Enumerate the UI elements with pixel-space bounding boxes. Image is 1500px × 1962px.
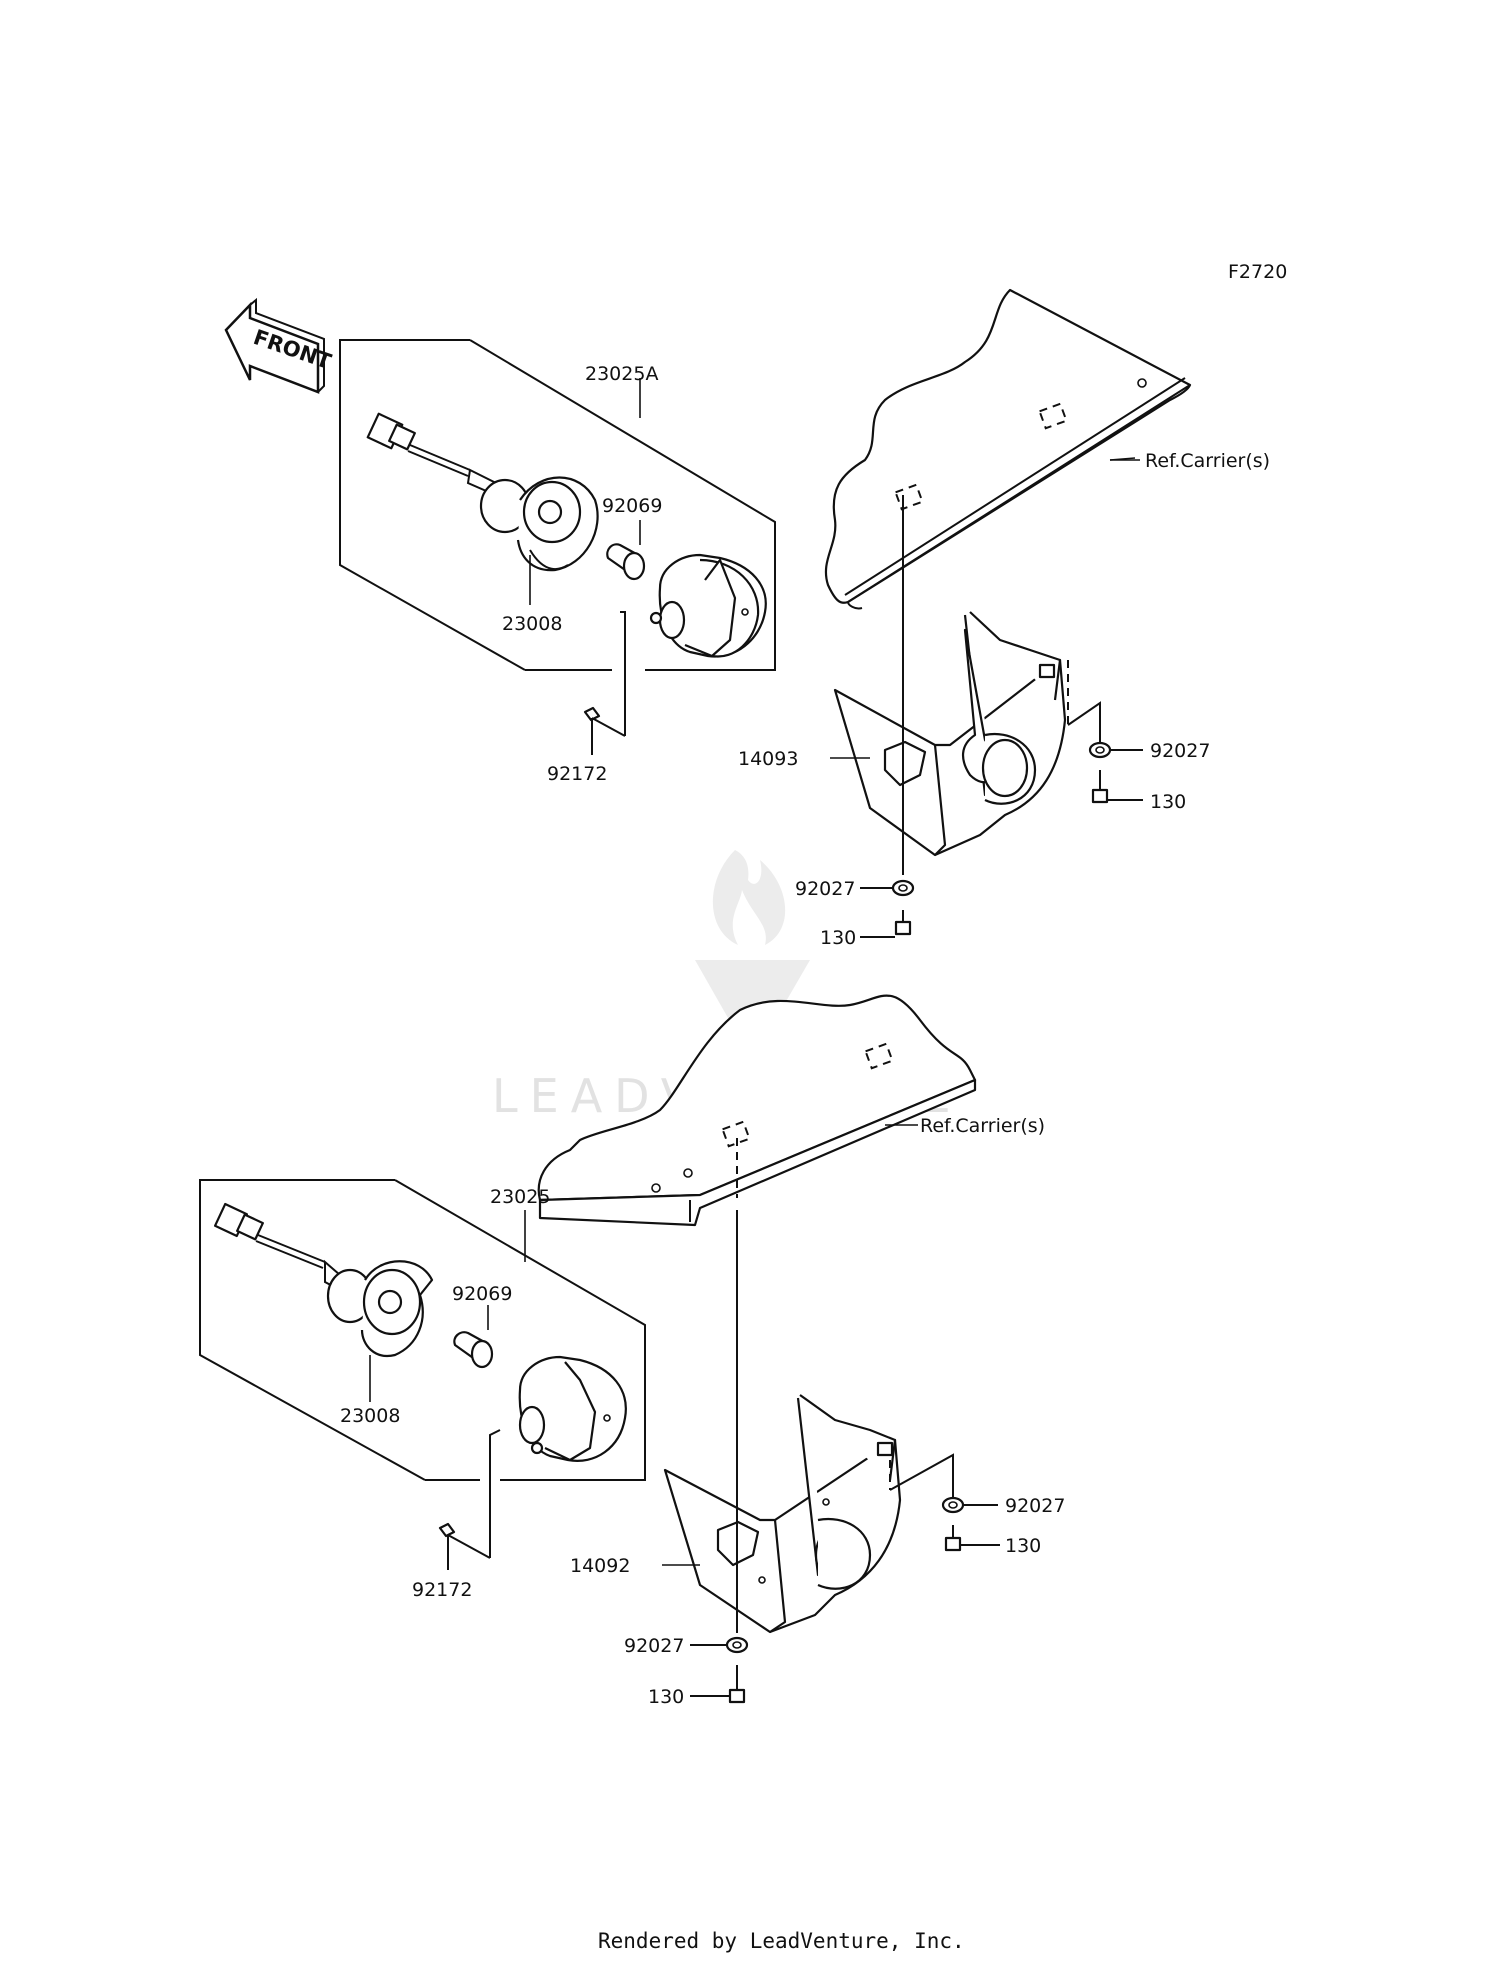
lower-bulb (453, 1331, 494, 1369)
watermark-flame-icon (712, 850, 786, 945)
upper-washer-side (1088, 741, 1112, 759)
upper-bolt-bottom-label: 130 (820, 927, 856, 949)
lower-assembly: 23025 23008 92069 92172 14092 92027 130 … (199, 994, 1065, 1708)
lower-assembly-label: 23025 (490, 1186, 550, 1208)
lower-screw (438, 1429, 501, 1570)
upper-bolt-bottom (894, 910, 912, 936)
lower-carrier-ref-label: Ref.Carrier(s) (920, 1115, 1045, 1137)
upper-bracket (833, 611, 1067, 857)
lower-socket (326, 1260, 434, 1358)
lower-bolt-side-label: 130 (1005, 1535, 1041, 1557)
front-arrow-icon (224, 301, 320, 394)
upper-bulb-label: 92069 (602, 495, 662, 517)
lower-bracket (663, 1394, 902, 1634)
upper-socket-label: 23008 (502, 613, 562, 635)
upper-assembly-label: 23025A (585, 363, 658, 385)
upper-bulb (606, 543, 646, 581)
upper-bracket-label: 14093 (738, 748, 798, 770)
lower-socket-label: 23008 (340, 1405, 400, 1427)
lower-washer-side-label: 92027 (1005, 1495, 1065, 1517)
upper-socket (479, 476, 599, 572)
upper-screw (583, 611, 626, 755)
upper-bolt-side-label: 130 (1150, 791, 1186, 813)
lower-lamp (518, 1355, 627, 1462)
lower-connector (213, 1202, 341, 1292)
lower-bolt-bottom (728, 1665, 746, 1704)
lower-carrier (537, 994, 977, 1227)
upper-washer-bottom (891, 879, 915, 897)
upper-screw-label: 92172 (547, 763, 607, 785)
upper-connector (366, 412, 501, 499)
lower-washer-side (941, 1496, 965, 1514)
upper-bolt-side (1091, 770, 1109, 804)
lower-screw-label: 92172 (412, 1579, 472, 1601)
lower-bracket-label: 14092 (570, 1555, 630, 1577)
footer-credit: Rendered by LeadVenture, Inc. (598, 1929, 965, 1953)
upper-carrier-ref-label: Ref.Carrier(s) (1145, 450, 1270, 472)
upper-assembly: 23025A 23008 92069 92172 14093 92027 130… (339, 288, 1270, 949)
upper-washer-side-label: 92027 (1150, 740, 1210, 762)
lower-washer-bottom-label: 92027 (624, 1635, 684, 1657)
upper-carrier (824, 288, 1192, 610)
lower-bolt-side (944, 1525, 962, 1552)
lower-washer-bottom (725, 1636, 749, 1654)
upper-washer-bottom-label: 92027 (795, 878, 855, 900)
upper-lamp (649, 553, 767, 658)
diagram-code: F2720 (1228, 261, 1287, 283)
lower-bulb-label: 92069 (452, 1283, 512, 1305)
front-arrow: FRONT (224, 297, 335, 394)
lower-bolt-bottom-label: 130 (648, 1686, 684, 1708)
